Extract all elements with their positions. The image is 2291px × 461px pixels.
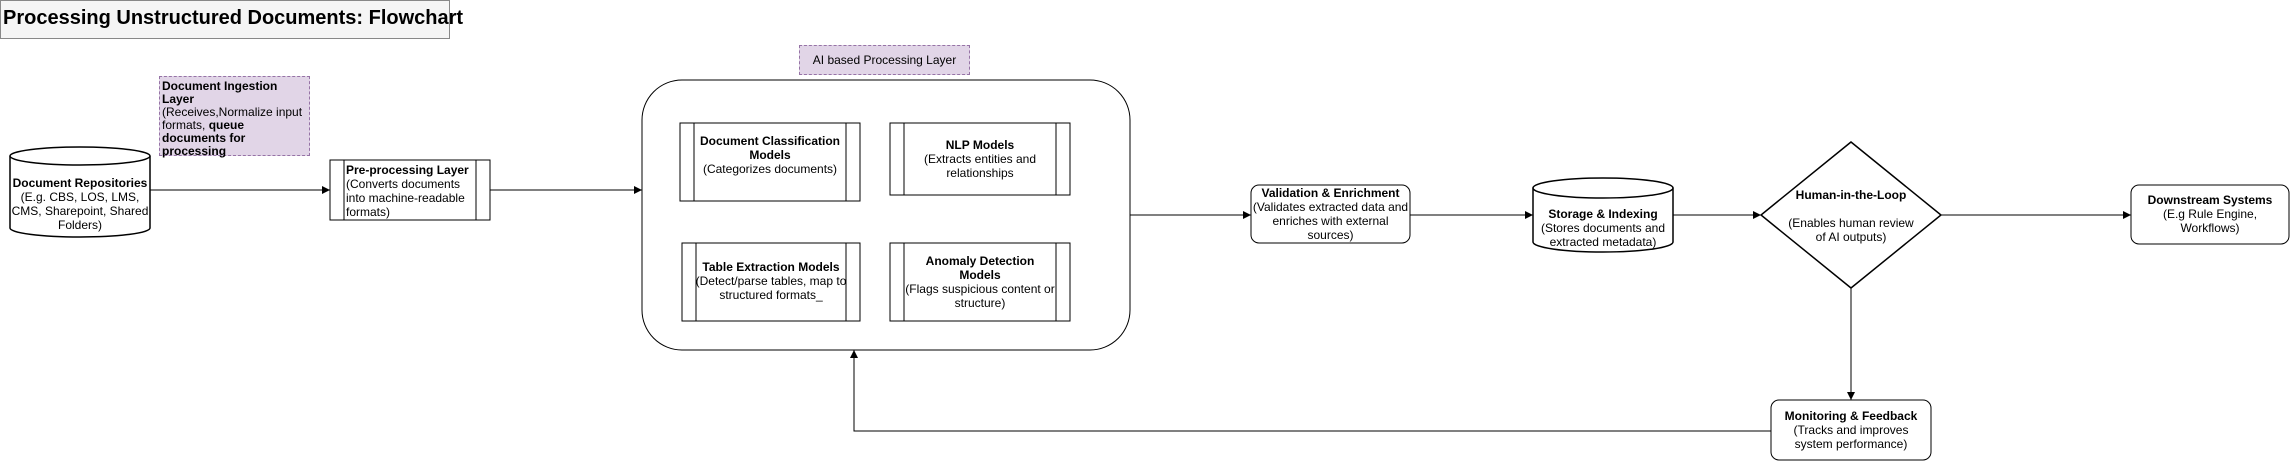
ingestion-note-title: Document Ingestion Layer <box>162 79 278 106</box>
node-repositories[interactable]: Document Repositories (E.g. CBS, LOS, LM… <box>10 176 150 232</box>
node-table-extraction[interactable]: Table Extraction Models (Detect/parse ta… <box>692 260 850 302</box>
preprocessing-desc: (Converts documents into machine-readabl… <box>346 177 465 219</box>
storage-title: Storage & Indexing <box>1548 207 1658 221</box>
node-validation[interactable]: Validation & Enrichment (Validates extra… <box>1251 186 1410 242</box>
node-preprocessing[interactable]: Pre-processing Layer (Converts documents… <box>346 163 474 219</box>
classification-desc: (Categorizes documents) <box>702 162 838 176</box>
repositories-desc: (E.g. CBS, LOS, LMS, CMS, Sharepoint, Sh… <box>11 190 149 232</box>
table-extraction-shape[interactable] <box>681 242 861 322</box>
repositories-shape[interactable] <box>9 146 151 238</box>
preprocessing-shape[interactable] <box>329 159 491 221</box>
node-nlp[interactable]: NLP Models (Extracts entities and relati… <box>906 138 1054 180</box>
validation-title: Validation & Enrichment <box>1261 186 1400 200</box>
anomaly-desc: (Flags suspicious content or structure) <box>905 282 1055 310</box>
nlp-desc: (Extracts entities and relationships <box>923 152 1037 180</box>
ingestion-note-desc-bold: queue documents for processing <box>162 118 246 158</box>
anomaly-shape[interactable] <box>889 242 1071 322</box>
storage-shape[interactable] <box>1532 177 1674 253</box>
nlp-title: NLP Models <box>945 138 1015 152</box>
node-downstream[interactable]: Downstream Systems (E.g Rule Engine, Wor… <box>2131 193 2289 235</box>
monitoring-title: Monitoring & Feedback <box>1784 409 1918 423</box>
repositories-title: Document Repositories <box>12 176 148 190</box>
nlp-shape[interactable] <box>889 122 1071 196</box>
table-extraction-title: Table Extraction Models <box>702 260 840 274</box>
node-storage[interactable]: Storage & Indexing (Stores documents and… <box>1533 207 1673 249</box>
table-extraction-desc: (Detect/parse tables, map to structured … <box>695 274 847 302</box>
node-human-loop[interactable]: Human-in-the-Loop (Enables human review … <box>1766 188 1936 244</box>
downstream-desc: (E.g Rule Engine, Workflows) <box>2162 207 2258 235</box>
validation-shape[interactable] <box>1250 184 1411 244</box>
ai-layer-label: AI based Processing Layer <box>799 45 970 75</box>
validation-desc: (Validates extracted data and enriches w… <box>1252 200 1409 242</box>
classification-shape[interactable] <box>679 122 861 202</box>
anomaly-title: Anomaly Detection Models <box>925 254 1035 282</box>
page-title: Processing Unstructured Documents: Flowc… <box>0 0 463 39</box>
node-anomaly[interactable]: Anomaly Detection Models (Flags suspicio… <box>904 254 1056 310</box>
node-monitoring[interactable]: Monitoring & Feedback (Tracks and improv… <box>1771 409 1931 451</box>
preprocessing-title: Pre-processing Layer <box>346 163 469 177</box>
classification-title: Document Classification Models <box>699 134 841 162</box>
ingestion-layer-note: Document Ingestion Layer (Receives,Norma… <box>159 76 310 158</box>
ingestion-note-desc: (Receives,Normalize input formats, <box>162 105 303 132</box>
human-loop-desc: (Enables human review of AI outputs) <box>1788 216 1914 244</box>
downstream-title: Downstream Systems <box>2147 193 2273 207</box>
edge-monitoring-ai <box>850 350 1771 432</box>
human-loop-title: Human-in-the-Loop <box>1795 188 1907 202</box>
node-classification[interactable]: Document Classification Models (Categori… <box>696 134 844 176</box>
monitoring-desc: (Tracks and improves system performance) <box>1793 423 1909 451</box>
storage-desc: (Stores documents and extracted metadata… <box>1540 221 1666 249</box>
